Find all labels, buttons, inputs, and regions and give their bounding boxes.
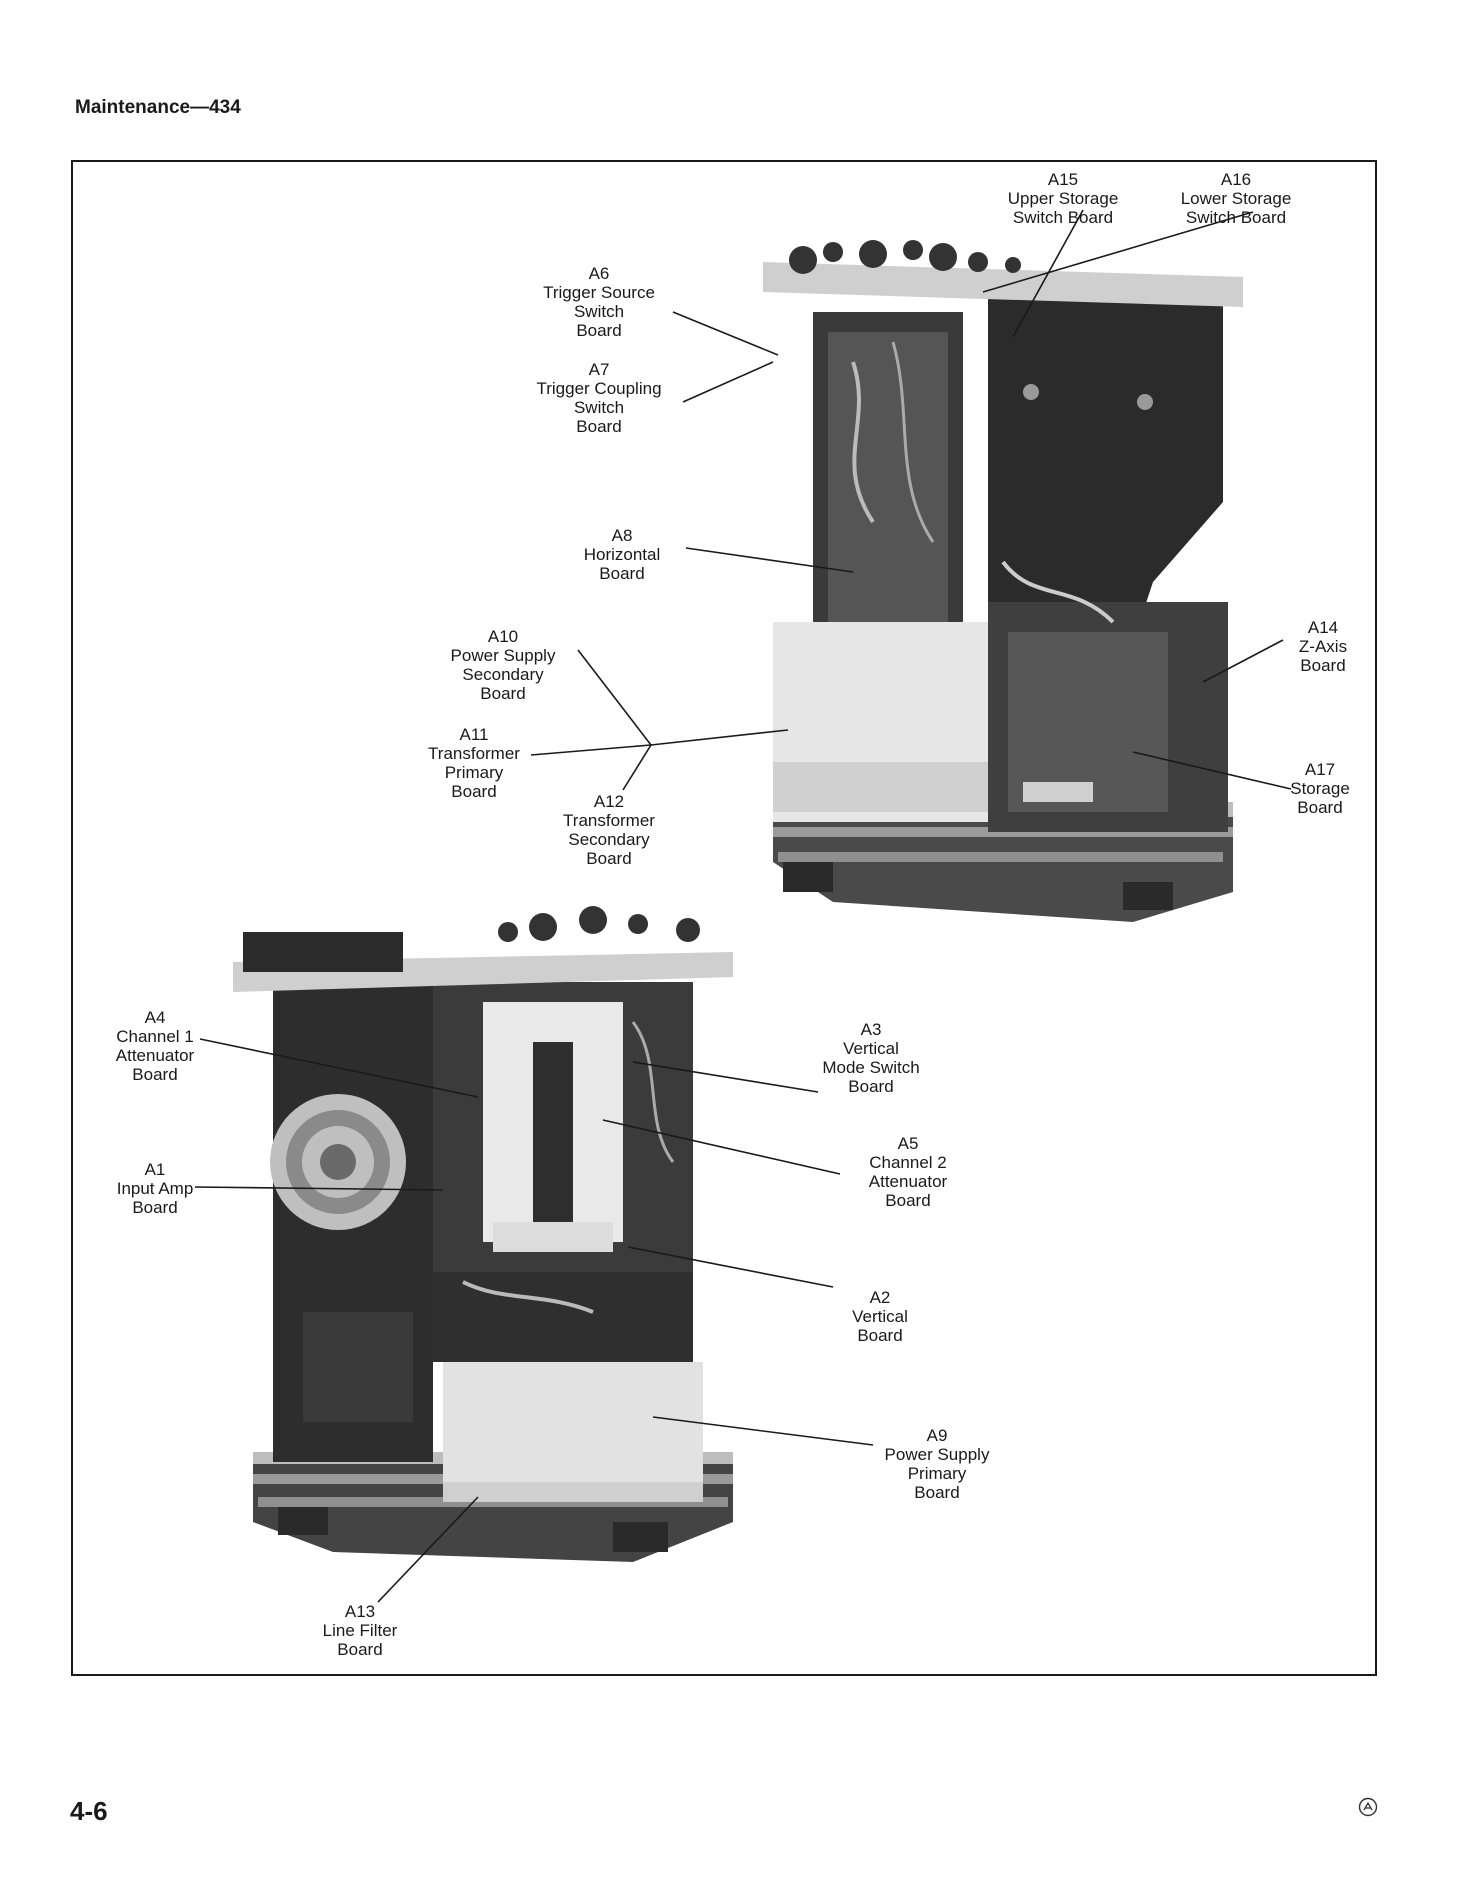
lower-instrument-photo xyxy=(233,906,733,1562)
tektronix-logo-icon xyxy=(1358,1797,1378,1817)
leader-lines xyxy=(194,209,1292,1603)
page-header: Maintenance—434 xyxy=(75,97,241,118)
upper-instrument-photo xyxy=(763,240,1243,922)
page-number: 4-6 xyxy=(70,1796,108,1826)
instrument-photo xyxy=(194,209,1292,1603)
